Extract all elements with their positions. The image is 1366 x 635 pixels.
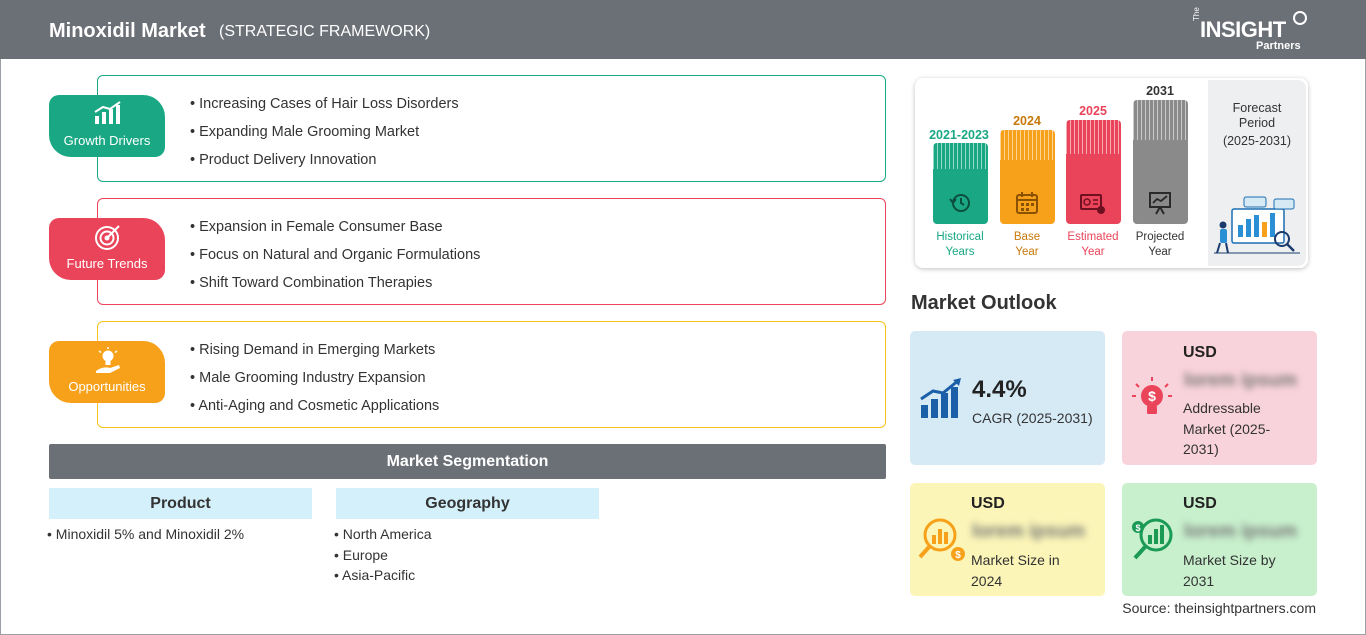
- bulb-dollar-icon: $: [1132, 377, 1172, 414]
- timeline-year-estimated: 2025: [1079, 104, 1107, 118]
- timeline-year-historical: 2021-2023: [929, 128, 989, 142]
- future-trends-label: Future Trends: [66, 256, 148, 271]
- lightbulb-hand-icon: [96, 347, 120, 373]
- list-item: • Minoxidil 5% and Minoxidil 2%: [47, 526, 245, 542]
- history-icon: [949, 194, 970, 212]
- market-size-2024-card: $ USD lorem ipsum Market Size in 2024: [910, 483, 1105, 596]
- opportunities-box: [97, 321, 886, 428]
- source-credit: Source: theinsightpartners.com: [1122, 600, 1316, 616]
- svg-text:$: $: [1148, 388, 1156, 404]
- list-item: • Europe: [334, 546, 388, 563]
- growth-drivers-box: [97, 75, 886, 182]
- forecast-period-panel: Forecast Period (2025-2031): [1208, 80, 1306, 266]
- list-item: • Focus on Natural and Organic Formulati…: [190, 247, 481, 263]
- cagr-label: CAGR (2025-2031): [972, 410, 1093, 426]
- magnifier-chart-icon: $: [918, 518, 965, 561]
- growth-drivers-label: Growth Drivers: [63, 133, 151, 148]
- target-icon: [95, 225, 120, 250]
- opportunities-badge: Opportunities: [49, 341, 165, 403]
- svg-text:$: $: [955, 550, 961, 561]
- segment-product-list: • Minoxidil 5% and Minoxidil 2%: [47, 524, 244, 545]
- timeline-year-base: 2024: [1013, 114, 1041, 128]
- calendar-icon: [1016, 192, 1038, 214]
- list-item: • Expansion in Female Consumer Base: [190, 219, 443, 235]
- page-title: Minoxidil Market: [49, 20, 206, 42]
- insight-partners-logo: The INSIGHT Partners: [1190, 7, 1310, 53]
- growth-drivers-list: • Increasing Cases of Hair Loss Disorder…: [190, 90, 459, 174]
- presentation-icon: [1149, 192, 1171, 215]
- growth-drivers-badge: Growth Drivers: [49, 95, 165, 157]
- future-trends-list: • Expansion in Female Consumer Base • Fo…: [190, 213, 480, 297]
- market-segmentation-header: Market Segmentation: [49, 444, 886, 479]
- segment-product-header: Product: [49, 488, 312, 519]
- logo-partners: Partners: [1256, 40, 1301, 52]
- size-2024-currency: USD: [971, 495, 1005, 512]
- future-trends-badge: Future Trends: [49, 218, 165, 280]
- cagr-card: 4.4% CAGR (2025-2031): [910, 331, 1105, 465]
- addressable-currency: USD: [1183, 344, 1217, 361]
- timeline-bar-base: [1000, 130, 1055, 224]
- cagr-value: 4.4%: [972, 376, 1027, 403]
- opportunities-list: • Rising Demand in Emerging Markets • Ma…: [190, 336, 439, 420]
- timeline-bar-projected: [1133, 100, 1188, 224]
- list-item: • Rising Demand in Emerging Markets: [190, 342, 436, 358]
- list-item: • Asia-Pacific: [334, 567, 416, 583]
- list-item: • Expanding Male Grooming Market: [190, 124, 420, 140]
- list-item: • North America: [334, 526, 432, 542]
- addressable-label: Addressable Market (2025- 2031): [1183, 400, 1271, 457]
- market-outlook-title: Market Outlook: [911, 292, 1057, 314]
- list-item: • Shift Toward Combination Therapies: [190, 275, 433, 291]
- logo-brand: INSIGHT: [1200, 17, 1286, 42]
- timeline-panel: Forecast Period (2025-2031) 2021-2023 Hi…: [915, 78, 1308, 268]
- logo-ring-icon: [1293, 11, 1307, 25]
- timeline-year-projected: 2031: [1146, 84, 1174, 98]
- size-2031-value: lorem ipsum: [1184, 521, 1297, 542]
- list-item: • Male Grooming Industry Expansion: [190, 370, 426, 386]
- addressable-value: lorem ipsum: [1184, 370, 1297, 391]
- size-2031-label: Market Size by 2031: [1183, 552, 1276, 589]
- opportunities-label: Opportunities: [68, 379, 146, 394]
- size-2024-label: Market Size in 2024: [971, 552, 1060, 589]
- segment-geography-header: Geography: [336, 488, 599, 519]
- future-trends-box: [97, 198, 886, 305]
- size-2031-currency: USD: [1183, 495, 1217, 512]
- svg-text:$: $: [1135, 523, 1140, 533]
- analyst-dashboard-icon: [1214, 196, 1300, 254]
- list-item: • Increasing Cases of Hair Loss Disorder…: [190, 96, 459, 112]
- estimate-icon: [1080, 194, 1105, 214]
- page-subtitle: (STRATEGIC FRAMEWORK): [219, 23, 431, 40]
- forecast-line1: Forecast: [1232, 101, 1282, 115]
- forecast-line2: Period: [1238, 116, 1276, 130]
- addressable-market-card: $ USD lorem ipsum Addressable Market (20…: [1122, 331, 1317, 465]
- magnifier-growth-icon: $: [1132, 518, 1173, 560]
- list-item: • Anti-Aging and Cosmetic Applications: [190, 398, 440, 414]
- forecast-line3: (2025-2031): [1222, 134, 1292, 148]
- timeline-bar-historical: [933, 143, 988, 224]
- size-2024-value: lorem ipsum: [972, 521, 1085, 542]
- growth-bars-icon: [920, 378, 961, 418]
- growth-chart-icon: [94, 101, 121, 124]
- timeline-bar-estimated: [1066, 120, 1121, 224]
- list-item: • Product Delivery Innovation: [190, 152, 377, 168]
- segment-geography-list: • North America • Europe • Asia-Pacific: [334, 524, 432, 586]
- market-size-2031-card: $ USD lorem ipsum Market Size by 2031: [1122, 483, 1317, 596]
- page-header: Minoxidil Market (STRATEGIC FRAMEWORK) T…: [0, 0, 1366, 59]
